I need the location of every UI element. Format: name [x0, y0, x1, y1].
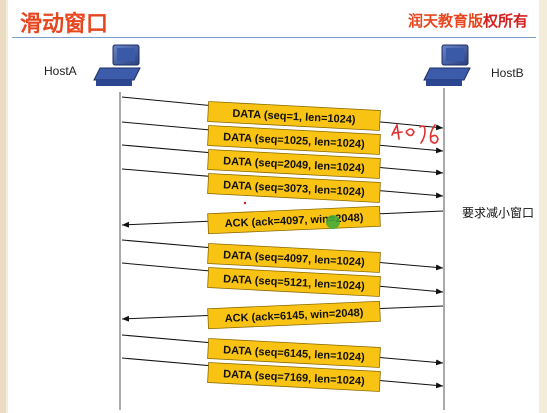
packet-group: DATA (seq=1, len=1024)DATA (seq=1025, le… — [121, 96, 444, 392]
side-note: 要求减小窗口 — [462, 206, 535, 220]
packet-box — [207, 243, 381, 273]
packet-box — [207, 173, 381, 203]
packet-box — [207, 149, 381, 179]
packet-box — [207, 362, 381, 392]
pointer-dot — [326, 215, 340, 229]
brand-watermark: 润天教育版权所有 — [408, 10, 528, 31]
packet-box — [207, 125, 381, 155]
window-edge — [0, 0, 6, 413]
packet-box — [207, 300, 381, 330]
packet-box — [207, 101, 381, 131]
packet-box — [207, 338, 381, 368]
brand-text: 润天教育版 — [408, 12, 484, 30]
host-a-label: HostA — [44, 64, 77, 78]
host-b-computer-icon — [423, 44, 471, 86]
host-a-computer-icon — [93, 44, 141, 86]
host-b-label: HostB — [491, 66, 524, 80]
packet-box — [207, 267, 381, 297]
slide-title: 滑动窗口 — [20, 12, 109, 37]
title-divider — [12, 37, 536, 38]
brand-mark: 权所有 — [483, 12, 529, 30]
handwritten-annotation-4096 — [391, 122, 439, 144]
ink-dot — [243, 201, 247, 205]
